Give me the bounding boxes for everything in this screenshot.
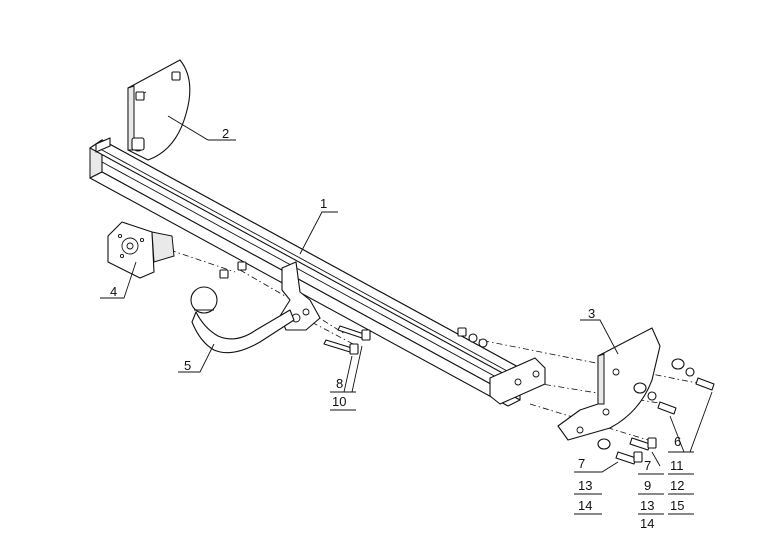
callout-labels: 1 2 3 4 5 8 10 6 11 12 15 7 13 14 7 9 13… <box>110 126 694 531</box>
callout-bm-d: 14 <box>640 516 654 531</box>
callout-1: 1 <box>320 196 327 211</box>
callout-right-c: 12 <box>670 478 684 493</box>
callout-4: 4 <box>110 284 117 299</box>
callout-center-b: 10 <box>332 394 346 409</box>
callout-2: 2 <box>222 126 229 141</box>
callout-right-d: 15 <box>670 498 684 513</box>
callout-bm-c: 13 <box>640 498 654 513</box>
right-washers-upper <box>671 358 715 391</box>
callout-bl-c: 14 <box>578 498 592 513</box>
right-side-bracket <box>557 327 661 441</box>
callout-5: 5 <box>184 358 191 373</box>
callout-3: 3 <box>588 306 595 321</box>
callout-bm-a: 7 <box>644 458 651 473</box>
center-nuts <box>219 261 247 279</box>
callout-center-a: 8 <box>336 376 343 391</box>
hardware <box>219 261 715 465</box>
right-washers-mid <box>633 382 677 415</box>
bar-end-nuts <box>457 327 488 348</box>
main-crossbar <box>89 137 546 407</box>
callout-bl-a: 7 <box>578 456 585 471</box>
left-side-bracket <box>127 59 191 161</box>
lower-bolts <box>597 437 657 465</box>
callout-bm-b: 9 <box>644 478 651 493</box>
center-bolts <box>323 325 371 355</box>
callout-right-b: 11 <box>670 458 684 473</box>
tow-ball-arm <box>190 286 295 354</box>
callout-right-a: 6 <box>674 434 681 449</box>
bracket-studs <box>135 71 181 101</box>
socket-plate <box>107 221 175 279</box>
callout-bl-b: 13 <box>578 478 592 493</box>
